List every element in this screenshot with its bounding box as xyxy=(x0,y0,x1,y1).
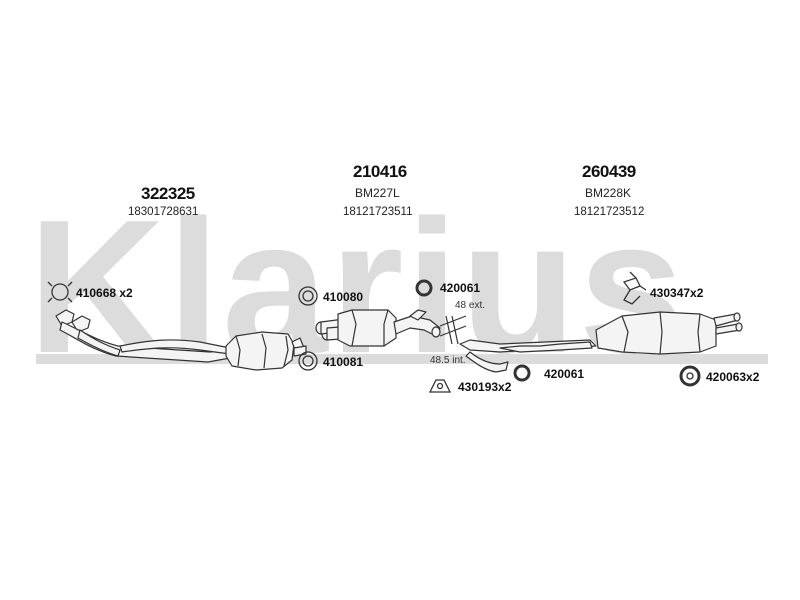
gasket-ring-icon xyxy=(298,351,318,371)
accessory-label-430347: 430347x2 xyxy=(650,286,704,300)
part-code-bm227l: BM227L xyxy=(355,186,400,200)
hanger-bracket-icon xyxy=(622,271,647,305)
part-number-322325: 322325 xyxy=(141,184,195,203)
accessory-label-420061-top: 420061 xyxy=(440,281,481,295)
part-code-bm228k: BM228K xyxy=(585,186,632,200)
part-number-260439: 260439 xyxy=(582,162,636,181)
cut-line-markers xyxy=(439,315,467,345)
oem-number-322325: 18301728631 xyxy=(128,206,199,218)
bracket-icon xyxy=(428,379,452,393)
part-number-210416: 210416 xyxy=(353,162,407,181)
accessory-label-430193: 430193x2 xyxy=(458,380,512,394)
rear-silencer-drawing xyxy=(459,311,743,373)
clamp-ring-icon xyxy=(47,281,73,303)
gasket-ring-icon xyxy=(298,286,318,306)
accessory-label-420063: 420063x2 xyxy=(706,370,760,384)
accessory-label-420061-lower: 420061 xyxy=(544,367,585,381)
note-48-5-int: 48.5 int. xyxy=(430,355,466,366)
note-48-ext: 48 ext. xyxy=(455,300,486,311)
accessory-label-410668: 410668 x2 xyxy=(76,286,133,300)
centre-silencer-drawing xyxy=(315,309,441,347)
front-pipe-catalyst-drawing xyxy=(55,309,307,371)
accessory-label-410080: 410080 xyxy=(323,290,364,304)
oem-number-260439: 18121723512 xyxy=(574,206,645,218)
rubber-mount-icon xyxy=(415,279,433,297)
accessory-label-410081: 410081 xyxy=(323,355,364,369)
oem-number-210416: 18121723511 xyxy=(343,206,413,218)
watermark-underline xyxy=(36,354,768,364)
rubber-mount-icon xyxy=(513,364,531,382)
rubber-ring-icon xyxy=(679,365,701,387)
